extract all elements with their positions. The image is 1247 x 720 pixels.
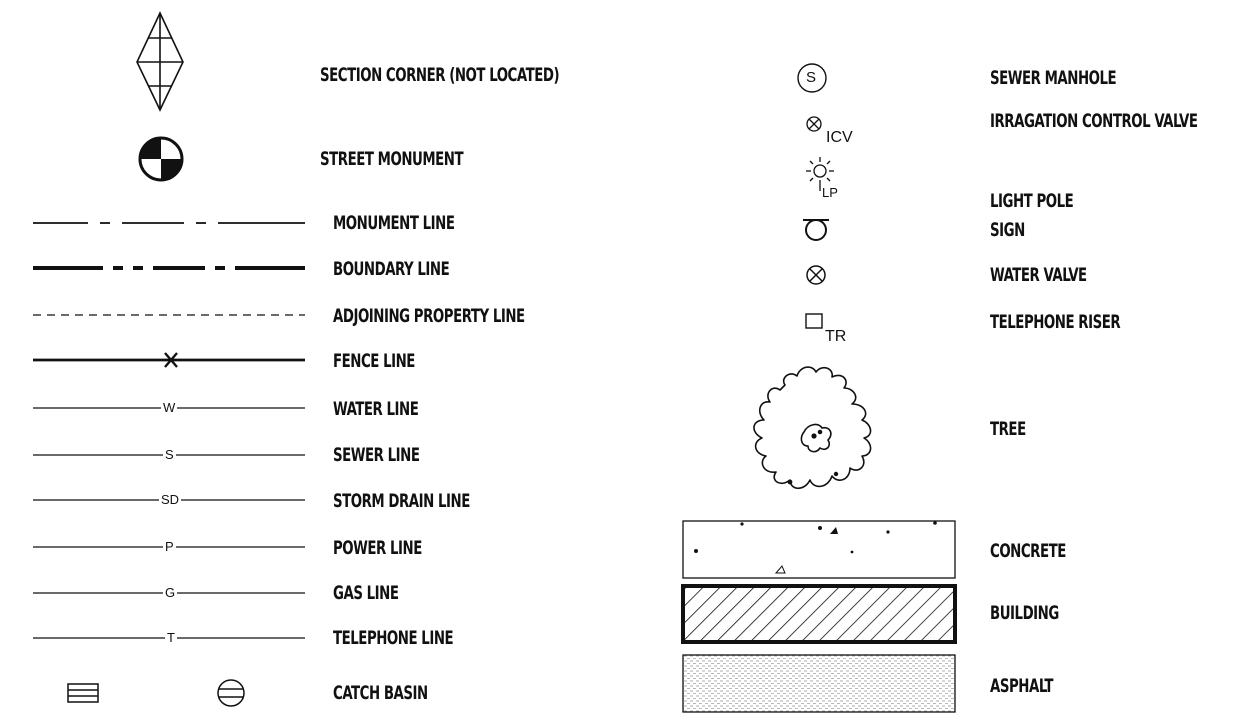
label-sign: SIGN [990, 219, 1025, 241]
label-irrigation-control-valve: IRRAGATION CONTROL VALVE [990, 110, 1198, 132]
utility-lines [33, 407, 305, 639]
label-monument-line: MONUMENT LINE [333, 212, 455, 234]
label-fence-line: FENCE LINE [333, 350, 415, 372]
tree-icon [753, 366, 872, 490]
catch-basin-grate-icon [67, 683, 99, 703]
street-monument-icon [138, 136, 184, 182]
label-concrete: CONCRETE [990, 540, 1066, 562]
concrete-swatch [682, 520, 956, 579]
telephone-riser-code: TR [825, 328, 847, 345]
asphalt-swatch [682, 654, 956, 713]
label-water-line: WATER LINE [333, 398, 419, 420]
water-line-code: W [161, 400, 178, 415]
telephone-line-code: T [165, 630, 177, 645]
sewer-manhole-icon [797, 63, 827, 93]
label-tree: TREE [990, 418, 1026, 440]
label-adjoining-property-line: ADJOINING PROPERTY LINE [333, 305, 525, 327]
power-line-code: P [163, 539, 176, 554]
label-storm-drain-line: STORM DRAIN LINE [333, 490, 470, 512]
label-catch-basin: CATCH BASIN [333, 682, 428, 704]
label-telephone-riser: TELEPHONE RISER [990, 311, 1121, 333]
light-pole-code: LP [822, 185, 838, 200]
sign-icon [803, 219, 829, 241]
label-asphalt: ASPHALT [990, 675, 1054, 697]
label-boundary-line: BOUNDARY LINE [333, 258, 450, 280]
catch-basin-round-icon [217, 679, 245, 707]
sewer-line-code: S [163, 447, 176, 462]
water-valve-icon [806, 265, 826, 285]
gas-line-code: G [163, 585, 178, 600]
label-gas-line: GAS LINE [333, 582, 399, 604]
label-water-valve: WATER VALVE [990, 264, 1087, 286]
telephone-riser-icon [805, 313, 823, 329]
label-building: BUILDING [990, 602, 1059, 624]
label-section-corner: SECTION CORNER (NOT LOCATED) [320, 64, 560, 86]
label-telephone-line: TELEPHONE LINE [333, 627, 454, 649]
label-light-pole: LIGHT POLE [990, 190, 1074, 212]
sewer-manhole-letter: S [806, 69, 817, 86]
irrigation-control-valve-icon [806, 116, 822, 132]
fence-line-icon [33, 352, 305, 368]
irrigation-control-valve-code: ICV [826, 129, 853, 146]
label-sewer-line: SEWER LINE [333, 444, 420, 466]
building-swatch [681, 584, 957, 644]
label-power-line: POWER LINE [333, 537, 422, 559]
label-sewer-manhole: SEWER MANHOLE [990, 67, 1117, 89]
light-pole-icon [806, 157, 834, 191]
section-corner-icon [136, 11, 184, 112]
storm-drain-line-code: SD [159, 492, 182, 507]
label-street-monument: STREET MONUMENT [320, 148, 464, 170]
